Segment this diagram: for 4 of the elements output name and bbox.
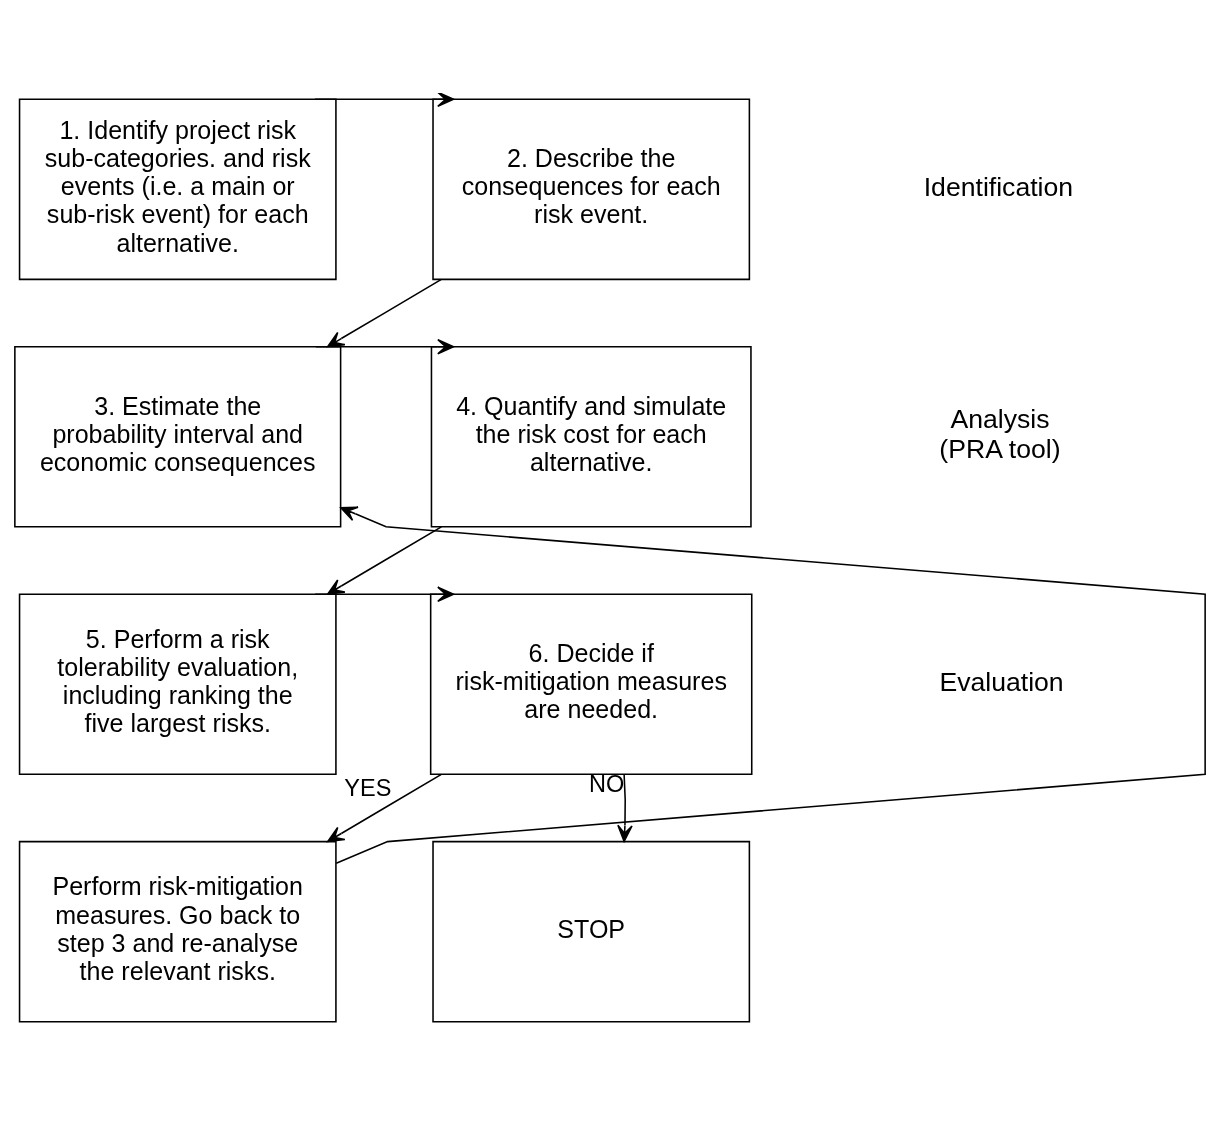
label: Analysis (PRA tool) [939, 404, 1061, 465]
label: Identification [923, 171, 1074, 202]
label: Evaluation [939, 666, 1064, 697]
edge-label: YES [344, 775, 392, 802]
